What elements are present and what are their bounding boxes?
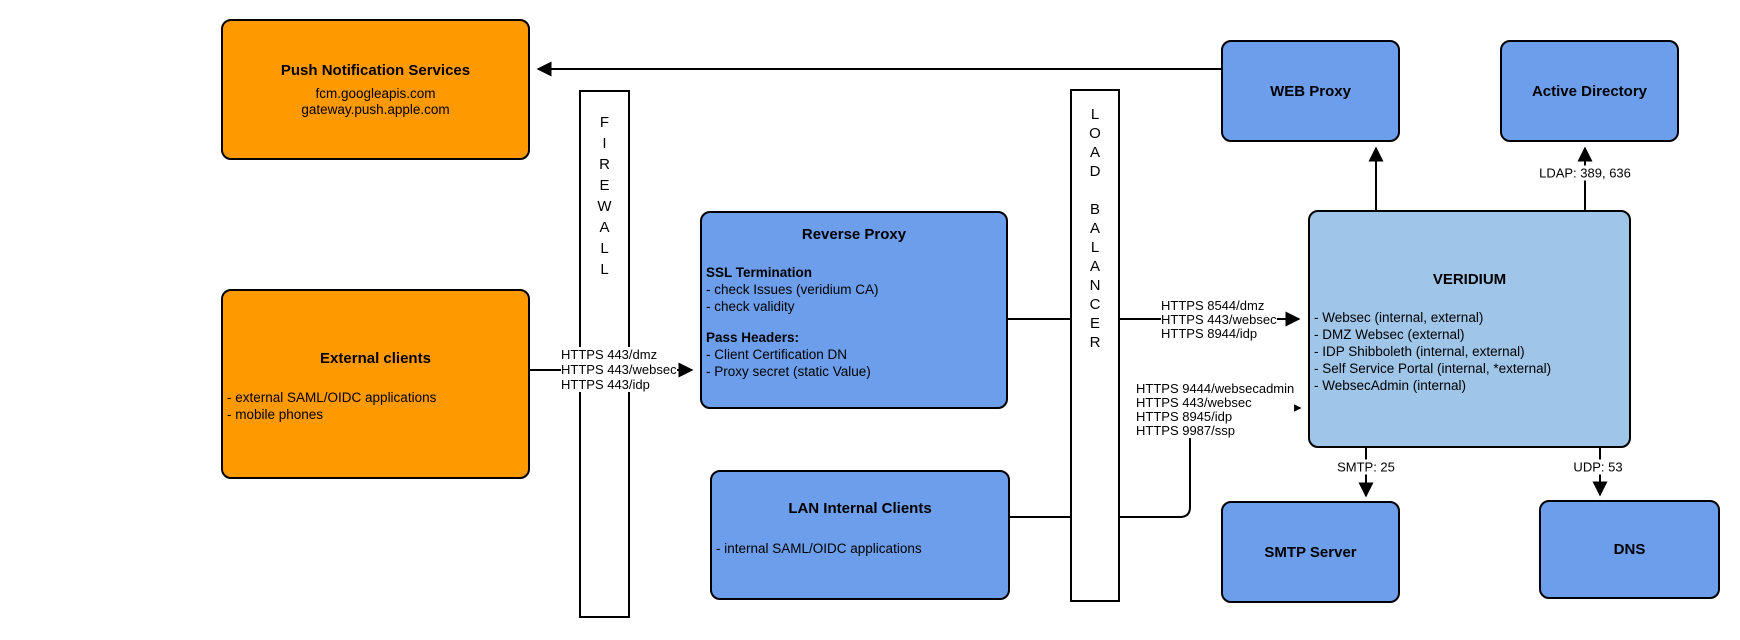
veridium-service: - Websec (internal, external) xyxy=(1314,310,1484,325)
veridium-service: - IDP Shibboleth (internal, external) xyxy=(1314,344,1525,359)
reverse-proxy-item: - check Issues (veridium CA) xyxy=(706,282,879,297)
veridium-port: HTTPS 443/websec xyxy=(1161,312,1277,327)
external-clients-title: External clients xyxy=(320,350,431,367)
firewall-ports-label: HTTPS 443/dmz HTTPS 443/websec HTTPS 443… xyxy=(561,347,677,392)
external-clients-item: - mobile phones xyxy=(227,407,324,422)
veridium-service: - DMZ Websec (external) xyxy=(1314,327,1465,342)
veridium-port: HTTPS 8945/idp xyxy=(1136,409,1233,424)
pass-headers-heading: Pass Headers: xyxy=(706,330,800,345)
reverse-proxy-item: - check validity xyxy=(706,299,795,314)
lan-internal-clients-item: - internal SAML/OIDC applications xyxy=(716,541,922,556)
smtp-server-title: SMTP Server xyxy=(1264,543,1357,561)
active-directory-box: Active Directory xyxy=(1500,40,1679,142)
load-balancer-box: L O A D B A L A N C E R xyxy=(1070,89,1120,602)
external-clients-item: - external SAML/OIDC applications xyxy=(227,390,437,405)
spacer xyxy=(706,315,1004,329)
reverse-proxy-title: Reverse Proxy xyxy=(801,226,907,243)
web-proxy-title: WEB Proxy xyxy=(1270,82,1351,100)
veridium-service: - Self Service Portal (internal, *extern… xyxy=(1314,361,1552,376)
veridium-ports-lower-label: HTTPS 9444/websecadmin HTTPS 443/websec … xyxy=(1136,381,1295,438)
veridium-ports-upper-label: HTTPS 8544/dmz HTTPS 443/websec HTTPS 89… xyxy=(1161,299,1277,341)
veridium-port: HTTPS 8944/idp xyxy=(1161,326,1258,341)
reverse-proxy-item: - Proxy secret (static Value) xyxy=(706,364,871,379)
web-proxy-box: WEB Proxy xyxy=(1221,40,1400,142)
reverse-proxy-box: Reverse Proxy SSL Termination - check Is… xyxy=(700,211,1008,409)
veridium-port: HTTPS 9987/ssp xyxy=(1136,423,1235,438)
active-directory-title: Active Directory xyxy=(1531,82,1648,100)
veridium-port: HTTPS 9444/websecadmin xyxy=(1136,381,1295,396)
veridium-box: VERIDIUM - Websec (internal, external) -… xyxy=(1308,210,1631,448)
dns-title: DNS xyxy=(1613,541,1646,558)
smtp-port-label: SMTP: 25 xyxy=(1334,459,1398,475)
smtp-server-box: SMTP Server xyxy=(1221,501,1400,603)
firewall-label: F I R E W A L L xyxy=(597,114,612,278)
lan-internal-clients-title: LAN Internal Clients xyxy=(788,500,932,517)
push-host-apns: gateway.push.apple.com xyxy=(301,102,450,117)
firewall-port: HTTPS 443/idp xyxy=(561,377,650,392)
dns-box: DNS xyxy=(1539,500,1720,599)
lan-internal-clients-box: LAN Internal Clients - internal SAML/OID… xyxy=(710,470,1010,600)
push-notification-services-title: Push Notification Services xyxy=(280,62,471,79)
ldap-ports-label: LDAP: 389, 636 xyxy=(1536,165,1634,181)
ssl-termination-heading: SSL Termination xyxy=(706,265,813,280)
veridium-title: VERIDIUM xyxy=(1432,271,1507,288)
push-host-fcm: fcm.googleapis.com xyxy=(315,86,436,101)
load-balancer-label: L O A D B A L A N C E R xyxy=(1089,106,1101,351)
veridium-port: HTTPS 8544/dmz xyxy=(1161,298,1265,313)
udp-port-label: UDP: 53 xyxy=(1570,459,1626,475)
reverse-proxy-item: - Client Certification DN xyxy=(706,347,848,362)
external-clients-box: External clients - external SAML/OIDC ap… xyxy=(221,289,530,479)
firewall-port: HTTPS 443/websec xyxy=(561,362,677,377)
veridium-service: - WebsecAdmin (internal) xyxy=(1314,378,1467,393)
firewall-port: HTTPS 443/dmz xyxy=(561,347,658,362)
veridium-port: HTTPS 443/websec xyxy=(1136,395,1252,410)
push-notification-services-box: Push Notification Services fcm.googleapi… xyxy=(221,19,530,160)
